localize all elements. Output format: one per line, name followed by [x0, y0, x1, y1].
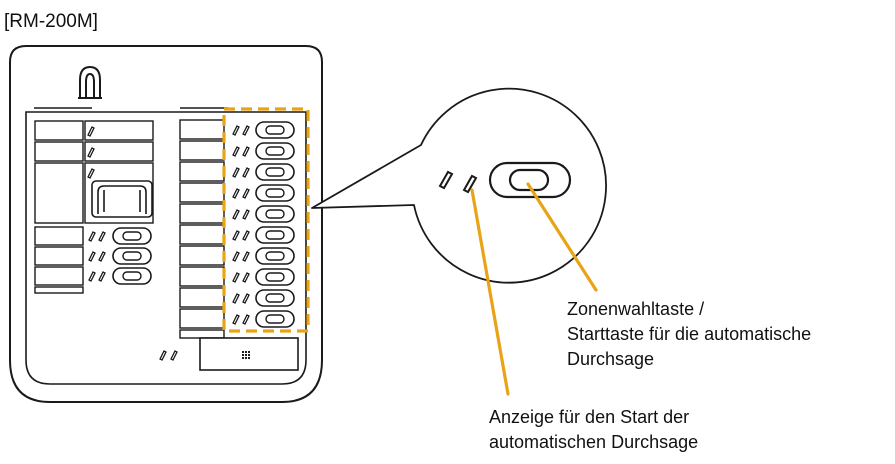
indicator-led-icon	[98, 271, 106, 282]
callout-indicator-line1: Anzeige für den Start der	[489, 407, 689, 427]
zone-row	[179, 266, 295, 287]
indicator-led-icon	[242, 146, 250, 157]
microphone-mount-icon	[78, 65, 102, 99]
zone-label-strip	[179, 203, 225, 224]
function-key[interactable]	[34, 226, 84, 246]
function-oval-button[interactable]	[112, 227, 152, 245]
zone-row	[179, 119, 295, 140]
zone-label-strip	[179, 308, 225, 329]
indicator-led-icon	[242, 272, 250, 283]
indicator-led-icon	[232, 314, 240, 325]
zone-row	[179, 140, 295, 161]
indicator-led-icon	[232, 146, 240, 157]
model-label: [RM-200M]	[4, 11, 98, 32]
indicator-led-icon	[232, 230, 240, 241]
function-key[interactable]	[34, 246, 84, 266]
indicator-led-icon	[242, 293, 250, 304]
zoomed-indicator-leds	[438, 170, 478, 194]
zone-select-button[interactable]	[255, 289, 295, 307]
zone-row	[179, 203, 295, 224]
callout-zone-button-line2: Starttaste für die automatische	[567, 324, 811, 344]
left-key-row	[34, 266, 152, 286]
function-key-end	[34, 286, 84, 294]
keypad-button[interactable]	[199, 337, 299, 371]
left-key-row	[34, 226, 152, 246]
zone-select-button[interactable]	[255, 184, 295, 202]
zone-row	[179, 308, 295, 329]
indicator-led-icon	[98, 231, 106, 242]
zone-row	[179, 161, 295, 182]
zone-select-button[interactable]	[255, 121, 295, 139]
zone-row	[179, 245, 295, 266]
zone-select-button[interactable]	[255, 226, 295, 244]
indicator-led-icon	[242, 125, 250, 136]
leader-lines	[470, 182, 598, 396]
function-key[interactable]	[34, 141, 84, 162]
zone-selection-keys	[179, 119, 295, 339]
indicator-led-icon	[232, 293, 240, 304]
zone-select-button[interactable]	[255, 310, 295, 328]
indicator-led-icon	[232, 251, 240, 262]
indicator-led-icon	[242, 230, 250, 241]
indicator-led-icon	[242, 188, 250, 199]
indicator-led-icon	[88, 251, 96, 262]
zone-label-strip-end	[179, 329, 225, 339]
zone-row	[179, 182, 295, 203]
function-key[interactable]	[34, 266, 84, 286]
indicator-led-icon	[232, 125, 240, 136]
callout-zone-button-line3: Durchsage	[567, 349, 654, 369]
indicator-led-icon	[98, 251, 106, 262]
zone-select-button[interactable]	[255, 142, 295, 160]
callout-zone-button-line1: Zonenwahltaste /	[567, 299, 704, 319]
zone-label-strip	[179, 182, 225, 203]
zone-label-strip	[179, 224, 225, 245]
function-key[interactable]	[34, 120, 84, 141]
bottom-indicator-leds	[159, 350, 178, 361]
callout-indicator-line2: automatischen Durchsage	[489, 432, 698, 452]
indicator-led-icon	[242, 167, 250, 178]
function-key-tall[interactable]	[34, 162, 84, 224]
function-oval-button[interactable]	[112, 267, 152, 285]
indicator-led-icon	[232, 272, 240, 283]
left-key-row	[34, 246, 152, 266]
left-function-keys	[34, 120, 84, 224]
left-lower-keys	[34, 226, 152, 294]
zone-label-strip	[179, 140, 225, 161]
indicator-led-icon	[88, 231, 96, 242]
indicator-led-icon	[232, 188, 240, 199]
zone-label-strip	[179, 266, 225, 287]
zone-row	[179, 224, 295, 245]
zone-row	[179, 287, 295, 308]
indicator-led-icon	[242, 314, 250, 325]
indicator-led-icon	[242, 209, 250, 220]
zone-label-strip	[179, 119, 225, 140]
keypad-icon	[242, 351, 250, 359]
talk-switch[interactable]	[91, 180, 153, 218]
zone-label-strip	[179, 287, 225, 308]
zone-select-button[interactable]	[255, 268, 295, 286]
zone-label-strip	[179, 161, 225, 182]
zone-select-button[interactable]	[255, 163, 295, 181]
highlight-box	[222, 107, 310, 333]
indicator-led-icon	[242, 251, 250, 262]
indicator-led-icon	[232, 209, 240, 220]
left-label-area	[84, 120, 154, 224]
zone-select-button[interactable]	[255, 247, 295, 265]
zone-select-button[interactable]	[255, 205, 295, 223]
indicator-led-icon	[232, 167, 240, 178]
magnifier-callout	[311, 87, 607, 284]
left-indicator-leds	[87, 126, 95, 179]
function-oval-button[interactable]	[112, 247, 152, 265]
zone-label-strip	[179, 245, 225, 266]
zoomed-zone-button[interactable]	[488, 161, 572, 199]
indicator-led-icon	[88, 271, 96, 282]
